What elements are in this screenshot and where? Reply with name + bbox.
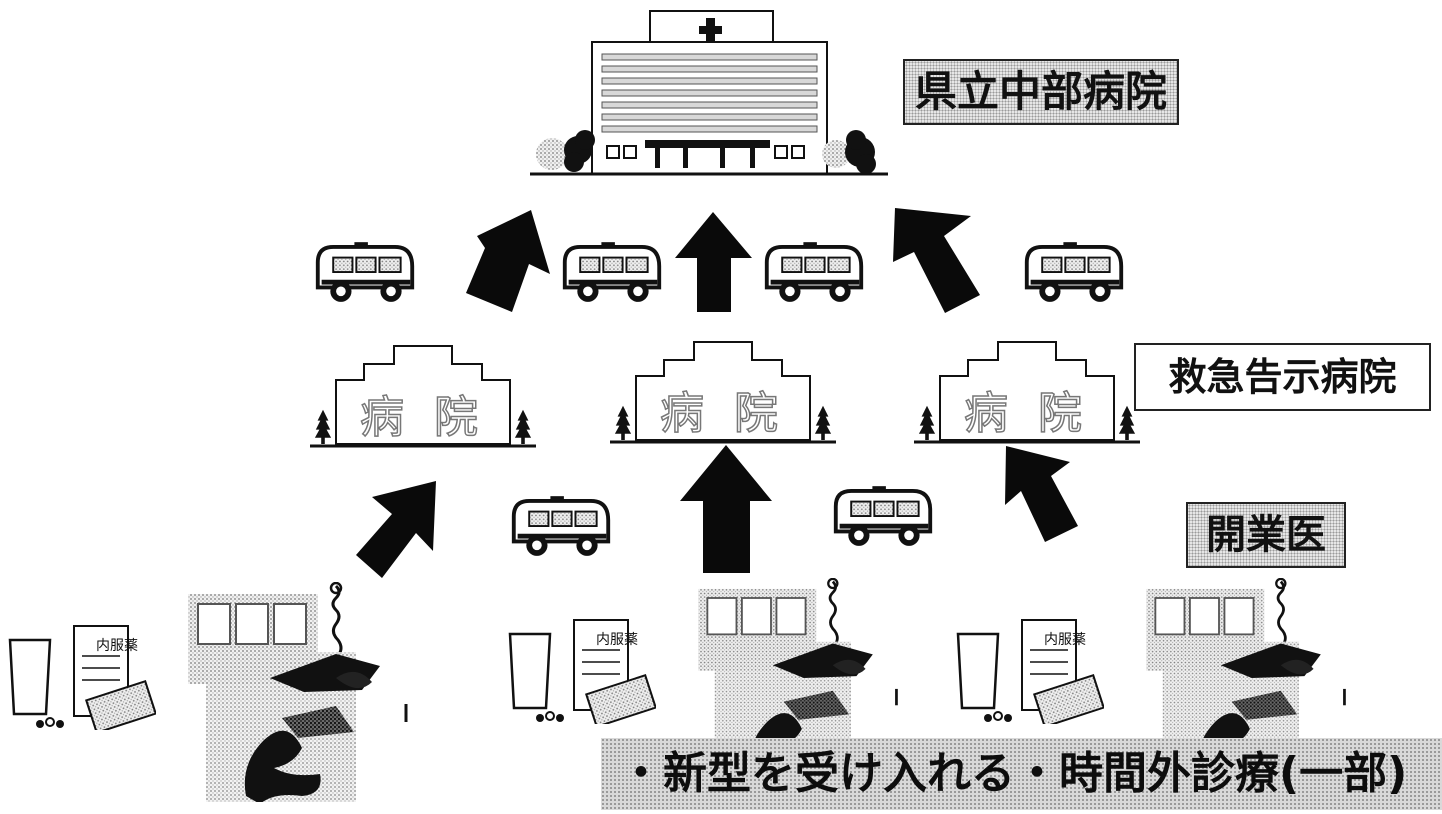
prefectural-hospital-label: 県立中部病院 — [903, 59, 1179, 125]
clinic-building-text: 病 院 — [964, 388, 1090, 439]
up-arrow-icon — [1005, 446, 1078, 542]
tree-cluster-left — [536, 130, 595, 172]
medicine-label: 内服薬 — [596, 632, 638, 648]
medicine-group-1: 内服薬 — [8, 624, 156, 730]
clinic-building-text: 病 院 — [660, 388, 786, 439]
ambulance-icon — [764, 240, 864, 304]
ambulance-icon — [315, 240, 415, 304]
medicine-group-2: 内服薬 — [508, 618, 656, 724]
tree-cluster-right — [822, 130, 876, 174]
ambulance-icon — [511, 494, 611, 558]
medicine-group-3: 内服薬 — [956, 618, 1104, 724]
up-arrow-icon — [675, 212, 752, 312]
clinic-building-3: 病 院 — [914, 342, 1140, 442]
clinic-building-text: 病 院 — [360, 392, 486, 443]
emergency-hospital-label: 救急告示病院 — [1134, 343, 1431, 411]
patient-icon — [186, 582, 408, 802]
medicine-label: 内服薬 — [1044, 632, 1086, 648]
up-arrow-icon — [893, 208, 980, 313]
up-arrow-icon — [466, 210, 550, 312]
up-arrow-icon — [680, 445, 772, 573]
caption-banner: ・新型を受け入れる・時間外診療(一部) — [601, 738, 1442, 810]
clinic-building-2: 病 院 — [610, 342, 836, 442]
ambulance-icon — [562, 240, 662, 304]
medicine-label: 内服薬 — [96, 638, 138, 654]
hospital-building-icon — [530, 10, 888, 176]
ambulance-icon — [833, 484, 933, 548]
practitioner-label: 開業医 — [1186, 502, 1346, 568]
ambulance-icon — [1024, 240, 1124, 304]
prefectural-hospital-illustration — [530, 10, 888, 176]
up-arrow-icon — [356, 481, 436, 578]
clinic-building-1: 病 院 — [310, 346, 536, 446]
